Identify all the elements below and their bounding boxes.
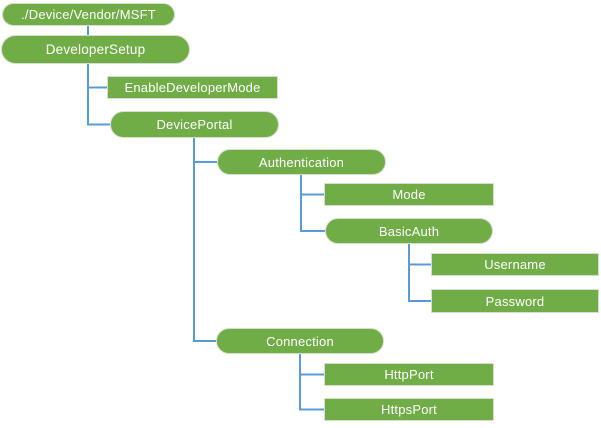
tree-node-device-vendor-msft: ./Device/Vendor/MSFT (2, 3, 175, 26)
tree-node-connection: Connection (216, 328, 384, 354)
tree-node-httpport: HttpPort (324, 363, 494, 386)
tree-node-mode: Mode (324, 183, 494, 206)
tree-node-basicauth: BasicAuth (325, 218, 493, 244)
tree-node-enabledevelopermode: EnableDeveloperMode (107, 76, 278, 99)
tree-node-password: Password (431, 289, 599, 313)
tree-node-httpsport: HttpsPort (324, 398, 494, 421)
tree-node-authentication: Authentication (217, 149, 386, 175)
tree-node-deviceportal: DevicePortal (110, 111, 279, 138)
tree-node-developersetup: DeveloperSetup (1, 35, 190, 64)
tree-node-username: Username (431, 253, 599, 276)
